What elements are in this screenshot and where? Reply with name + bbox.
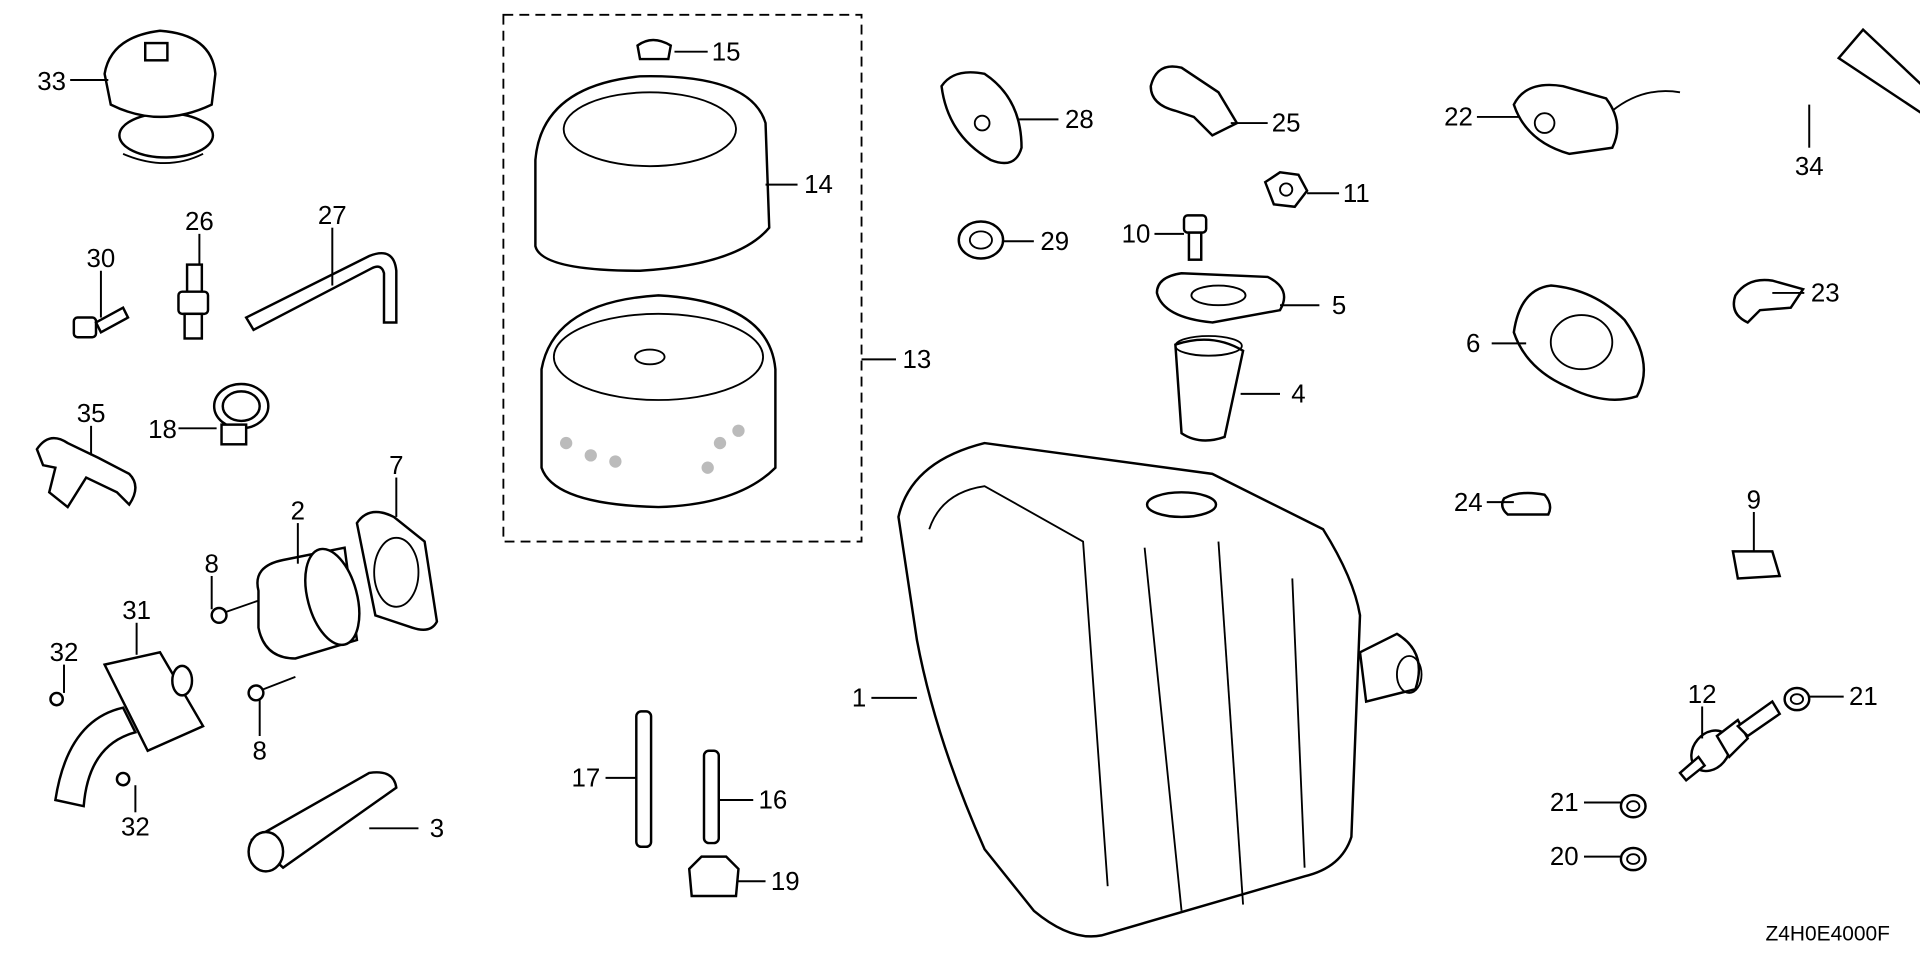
breather-tube-part[interactable] xyxy=(244,252,398,332)
key-part[interactable] xyxy=(1500,491,1552,516)
clip-part[interactable] xyxy=(35,436,137,509)
nut-part[interactable] xyxy=(1263,171,1309,209)
nut-part[interactable] xyxy=(687,855,740,898)
screw-part[interactable] xyxy=(115,771,131,787)
fitting-part[interactable] xyxy=(177,263,210,340)
callout-34: 34 xyxy=(1795,153,1824,181)
screw-part[interactable] xyxy=(210,599,259,625)
callout-18: 18 xyxy=(148,416,177,444)
callout-16: 16 xyxy=(759,787,788,815)
callout-11: 11 xyxy=(1343,180,1370,208)
screw-part[interactable] xyxy=(49,691,64,707)
callout-35: 35 xyxy=(77,400,106,428)
air-cleaner-group-box xyxy=(502,13,863,543)
callout-21: 21 xyxy=(1550,789,1579,817)
callout-14: 14 xyxy=(804,171,833,199)
gasket-part[interactable] xyxy=(1512,284,1646,401)
callout-13: 13 xyxy=(903,346,932,374)
callout-19: 19 xyxy=(771,868,800,896)
paper-element-part[interactable] xyxy=(540,294,777,509)
callout-17: 17 xyxy=(571,764,600,792)
callout-5: 5 xyxy=(1332,292,1346,320)
callout-27: 27 xyxy=(318,202,347,230)
fuel-cap-part[interactable] xyxy=(103,29,217,164)
plug-part[interactable] xyxy=(636,38,673,61)
hose-clamp-part[interactable] xyxy=(1783,686,1811,712)
foam-element-part[interactable] xyxy=(534,75,771,273)
callout-7: 7 xyxy=(389,452,403,480)
spark-screen-part[interactable] xyxy=(247,771,398,873)
callout-23: 23 xyxy=(1811,280,1840,308)
leader-lines xyxy=(63,50,1844,883)
hose-clamp-part[interactable] xyxy=(1619,846,1647,872)
clamp-part[interactable] xyxy=(212,382,270,446)
callout-26: 26 xyxy=(185,208,214,236)
callout-29: 29 xyxy=(1040,228,1069,256)
clip-part[interactable] xyxy=(1149,65,1239,137)
callout-22: 22 xyxy=(1444,104,1473,132)
exhaust-pipe-part[interactable] xyxy=(53,650,205,808)
gasket-part[interactable] xyxy=(355,510,439,631)
callout-24: 24 xyxy=(1454,489,1483,517)
callout-15: 15 xyxy=(712,38,741,66)
callout-32: 32 xyxy=(50,639,79,667)
callout-8: 8 xyxy=(253,737,267,765)
screw-part[interactable] xyxy=(247,676,296,702)
fuel-tank-part[interactable] xyxy=(897,441,1423,938)
callout-2: 2 xyxy=(291,497,305,525)
callout-3: 3 xyxy=(430,815,444,843)
spark-arrester-part[interactable] xyxy=(256,543,368,660)
callout-12: 12 xyxy=(1688,681,1717,709)
callout-4: 4 xyxy=(1291,380,1305,408)
block-part[interactable] xyxy=(1731,550,1782,580)
gasket-part[interactable] xyxy=(1155,271,1286,324)
seal-part[interactable] xyxy=(940,71,1023,165)
callout-8: 8 xyxy=(205,550,219,578)
fuel-strainer-part[interactable] xyxy=(1174,335,1245,442)
fuel-filter-part[interactable] xyxy=(1678,699,1782,783)
washer-part[interactable] xyxy=(957,220,1005,260)
callout-6: 6 xyxy=(1466,330,1480,358)
callout-30: 30 xyxy=(87,245,116,273)
bolt-part[interactable] xyxy=(1182,214,1208,261)
callout-33: 33 xyxy=(37,68,66,96)
callout-25: 25 xyxy=(1272,110,1301,138)
callout-32: 32 xyxy=(121,814,150,842)
callout-10: 10 xyxy=(1122,220,1151,248)
figure-code: Z4H0E4000F xyxy=(1766,922,1890,945)
callout-31: 31 xyxy=(122,597,151,625)
bolt-part[interactable] xyxy=(72,306,130,339)
fuel-gauge-part[interactable] xyxy=(1512,83,1681,156)
hose-clamp-part[interactable] xyxy=(1619,793,1647,819)
stud-bolt-part[interactable] xyxy=(635,710,653,848)
clip-part[interactable] xyxy=(1732,278,1806,324)
stud-bolt-part[interactable] xyxy=(702,749,721,845)
fuel-tube-part[interactable] xyxy=(1835,22,1920,138)
callout-21: 21 xyxy=(1849,683,1878,711)
callout-9: 9 xyxy=(1747,486,1761,514)
callout-28: 28 xyxy=(1065,106,1094,134)
callout-20: 20 xyxy=(1550,843,1579,871)
callout-1: 1 xyxy=(852,684,866,712)
